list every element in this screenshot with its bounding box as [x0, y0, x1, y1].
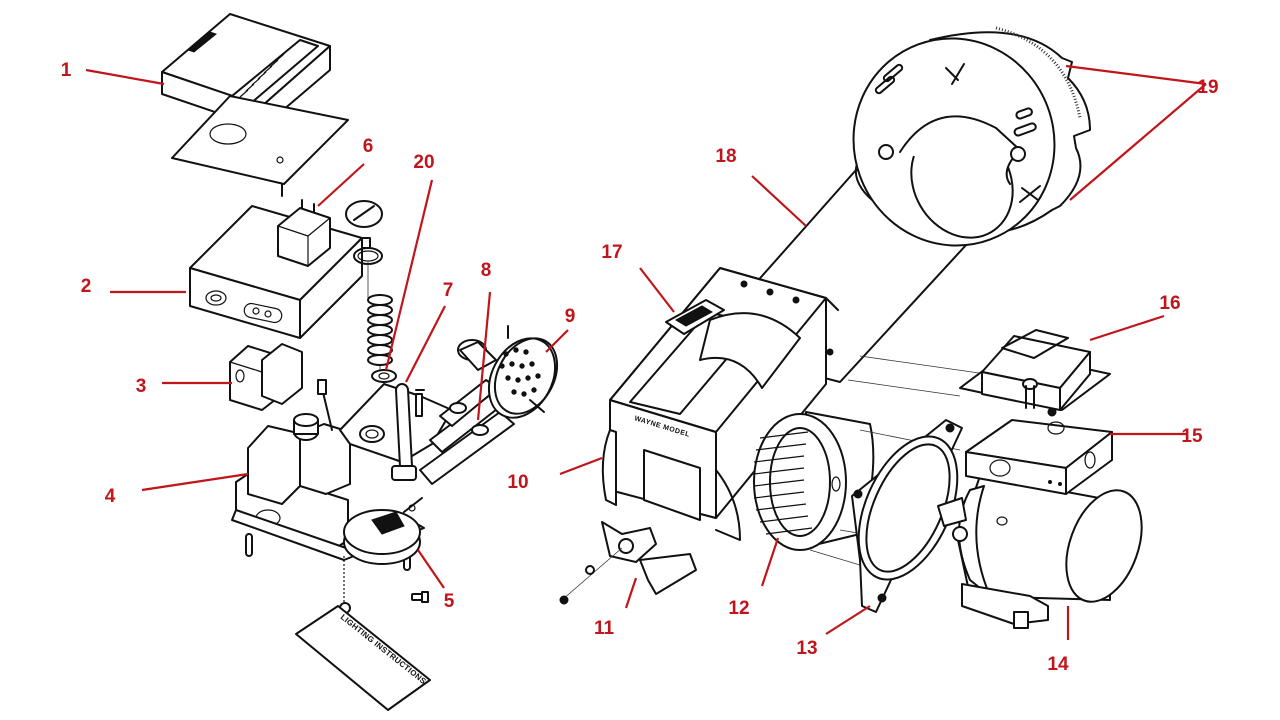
- callout-19: 19: [1065, 64, 1219, 201]
- leader-line: [417, 549, 445, 589]
- screw: [411, 591, 429, 603]
- callout-17: 17: [601, 242, 675, 313]
- callout-12: 12: [728, 537, 780, 619]
- leader-line: [639, 267, 675, 313]
- leader-line: [559, 456, 603, 476]
- callout-number: 20: [413, 152, 434, 173]
- callout-number: 8: [481, 260, 492, 281]
- leader-line: [384, 179, 434, 371]
- callout-number: 12: [728, 598, 749, 619]
- pressure-switch: [343, 497, 423, 565]
- callout-10: 10: [507, 456, 603, 493]
- callout-number: 3: [136, 376, 147, 397]
- callout-3: 3: [136, 376, 232, 397]
- junction-box: [965, 419, 1113, 495]
- leader-line: [317, 163, 365, 207]
- callout-16: 16: [1089, 293, 1181, 342]
- burner-housing: WAYNE MODEL: [601, 267, 839, 541]
- callout-8: 8: [476, 260, 492, 421]
- pilot-assembly: [339, 383, 453, 481]
- rating-plate: [665, 299, 725, 335]
- callout-number: 2: [81, 276, 92, 297]
- leader-line: [545, 329, 569, 353]
- flame-retention-head: [487, 325, 559, 419]
- callout-number: 17: [601, 242, 622, 263]
- alignment-lines: [809, 355, 1001, 575]
- leader-line: [405, 305, 446, 383]
- callout-number: 13: [796, 638, 817, 659]
- callout-number: 10: [507, 472, 528, 493]
- callout-number: 9: [565, 306, 576, 327]
- callout-11: 11: [594, 577, 638, 639]
- leader-line: [1065, 64, 1207, 86]
- leader-line: [1089, 314, 1165, 342]
- callout-20: 20: [384, 152, 435, 371]
- callout-6: 6: [317, 136, 374, 207]
- callout-number: 5: [444, 591, 455, 612]
- callout-number: 7: [443, 280, 454, 301]
- callout-5: 5: [417, 549, 455, 612]
- callout-number: 4: [105, 486, 116, 507]
- control-box-cover-plate: [171, 95, 349, 197]
- callout-number: 15: [1181, 426, 1203, 447]
- callout-13: 13: [796, 605, 871, 659]
- junction-box-cover: [959, 329, 1111, 417]
- leader-line: [751, 175, 807, 227]
- leader-line: [1069, 83, 1207, 201]
- lighting-instructions-tag: LIGHTING INSTRUCTIONS: [295, 556, 431, 711]
- callout-7: 7: [405, 280, 454, 383]
- callout-18: 18: [715, 146, 807, 227]
- motor: [937, 475, 1143, 629]
- leader-line: [476, 291, 492, 421]
- callout-15: 15: [1110, 426, 1203, 447]
- leader-line: [141, 472, 249, 492]
- callout-9: 9: [545, 306, 576, 353]
- callout-number: 11: [594, 618, 615, 639]
- callout-1: 1: [61, 60, 165, 86]
- transformer: [229, 343, 303, 411]
- orifice-spring-stack: [345, 200, 397, 383]
- callout-number: 6: [363, 136, 374, 157]
- leader-line: [85, 68, 165, 86]
- leader-line: [624, 577, 638, 609]
- callout-2: 2: [81, 276, 186, 297]
- air-shutter: [559, 521, 697, 605]
- gas-valve: [231, 379, 425, 571]
- relay: [277, 199, 331, 267]
- control-box: [189, 205, 363, 339]
- mounting-flange: [852, 26, 1091, 247]
- callout-number: 16: [1159, 293, 1180, 314]
- callout-number: 14: [1047, 654, 1069, 675]
- callout-14: 14: [1047, 606, 1070, 675]
- callout-number: 1: [61, 60, 72, 81]
- leader-line: [825, 605, 871, 635]
- callout-number: 18: [715, 146, 736, 167]
- callout-4: 4: [105, 472, 249, 507]
- leader-line: [760, 537, 780, 587]
- callout-number: 19: [1197, 77, 1218, 98]
